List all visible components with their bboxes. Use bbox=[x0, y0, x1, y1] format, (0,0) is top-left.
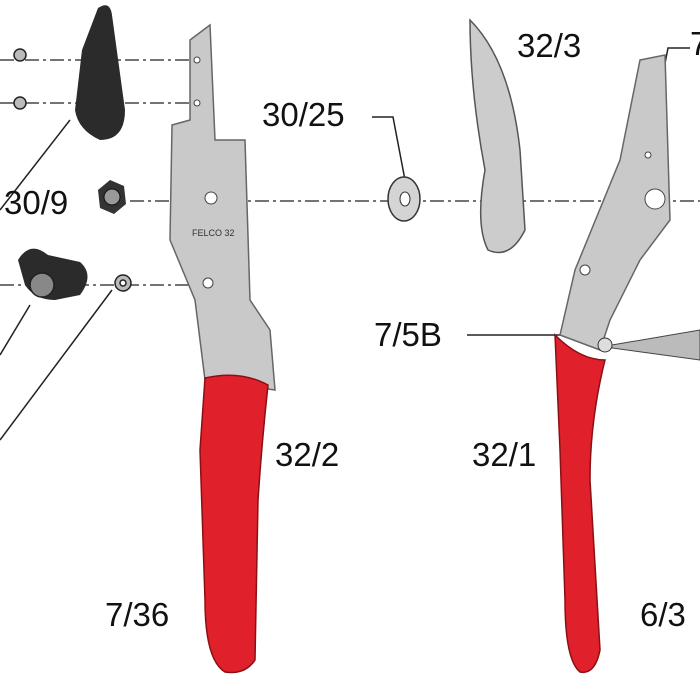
handle-32-1-metal bbox=[559, 54, 671, 351]
label-32-2: 32/2 bbox=[275, 436, 340, 473]
handle-32-1-grip bbox=[554, 333, 606, 674]
label-7-cut: 7 bbox=[690, 25, 700, 62]
label-32-3: 32/3 bbox=[517, 27, 582, 64]
handle-32-2-metal bbox=[169, 23, 276, 391]
handle-32-2-grip bbox=[199, 374, 269, 674]
label-7-5b: 7/5B bbox=[374, 316, 442, 353]
label-30-9: 30/9 bbox=[4, 184, 69, 221]
washer-30-25 bbox=[387, 176, 421, 222]
nut-30-9 bbox=[98, 180, 126, 214]
black-anvil-part bbox=[75, 5, 125, 140]
label-30-25: 30/25 bbox=[262, 96, 345, 133]
label-6-3: 6/3 bbox=[640, 596, 686, 633]
label-7-36: 7/36 bbox=[105, 596, 170, 633]
spring bbox=[611, 329, 700, 361]
label-32-1: 32/1 bbox=[472, 436, 537, 473]
blade-32-3 bbox=[469, 18, 526, 254]
black-lever-part bbox=[18, 248, 88, 300]
small-screws bbox=[13, 48, 132, 292]
stamp-brand: FELCO 32 bbox=[192, 228, 235, 238]
